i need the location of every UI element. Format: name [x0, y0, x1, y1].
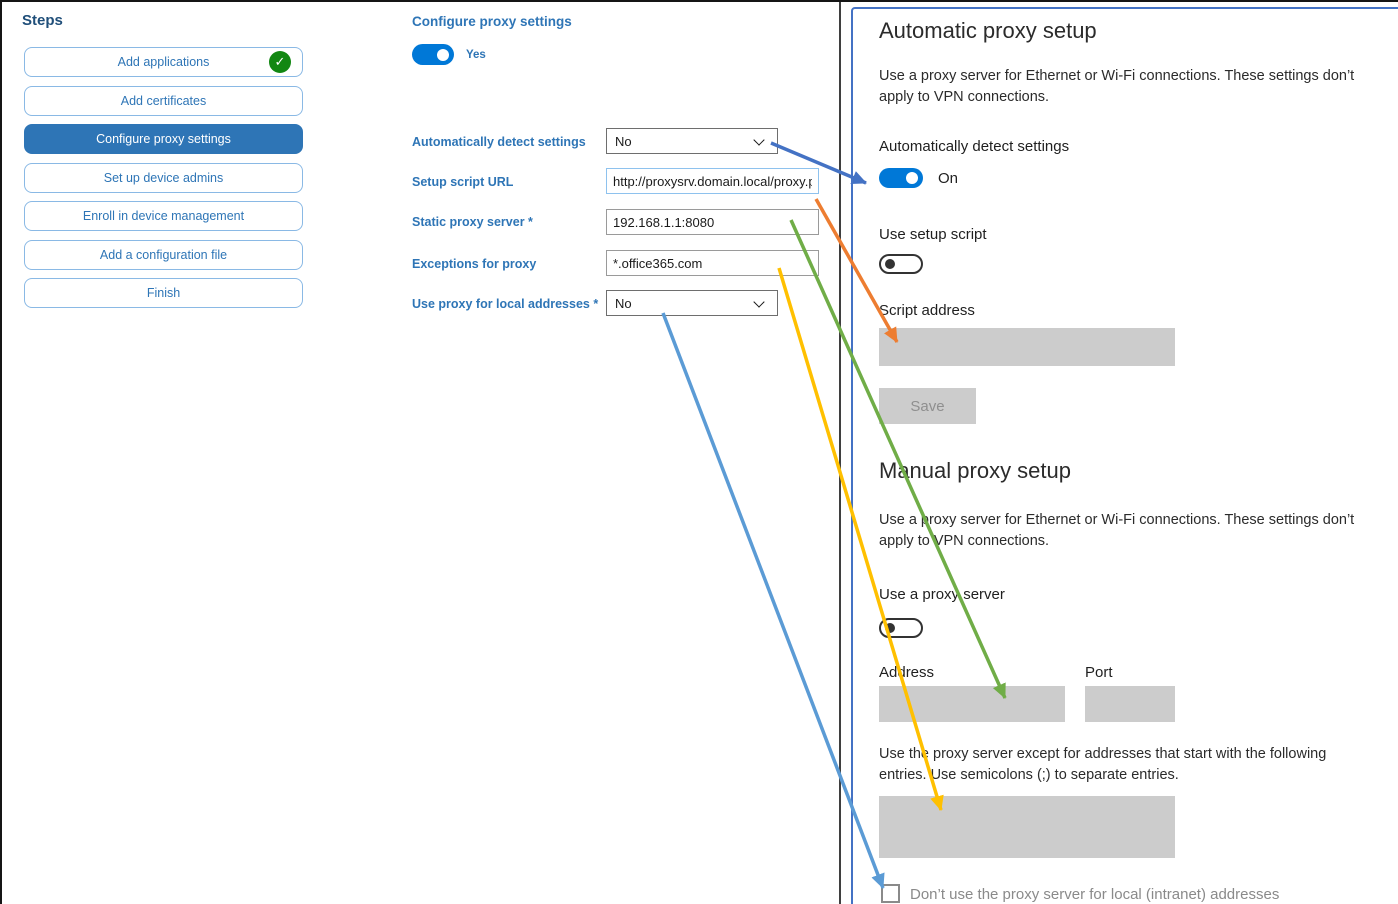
port-label: Port — [1085, 664, 1113, 681]
toggle-knob — [906, 172, 918, 184]
step-label: Finish — [146, 286, 181, 300]
chevron-down-icon — [753, 296, 765, 308]
manual-proxy-description: Use a proxy server for Ethernet or Wi-Fi… — [879, 512, 1355, 549]
select-value: No — [615, 133, 632, 149]
use-setup-script-toggle[interactable] — [879, 254, 923, 274]
chevron-down-icon — [753, 134, 765, 146]
local-intranet-checkbox[interactable] — [881, 884, 900, 903]
address-input[interactable] — [879, 686, 1065, 722]
field-label-proxy-exceptions: Exceptions for proxy — [412, 257, 537, 271]
use-proxy-server-label: Use a proxy server — [879, 586, 1005, 603]
step-configure-proxy-settings[interactable]: Configure proxy settings — [24, 124, 303, 154]
window-divider — [839, 2, 841, 904]
detect-settings-toggle[interactable] — [879, 168, 923, 188]
detect-settings-label: Automatically detect settings — [879, 138, 1070, 155]
proxy-local-addresses-select[interactable]: No — [606, 290, 778, 316]
field-label-proxy-local-addresses: Use proxy for local addresses * — [412, 297, 599, 311]
toggle-knob — [437, 48, 449, 61]
select-value: No — [615, 295, 632, 311]
step-enroll-device-management[interactable]: Enroll in device management — [24, 201, 303, 231]
script-address-input[interactable] — [879, 328, 1175, 366]
step-label: Add applications — [117, 55, 210, 69]
script-address-label: Script address — [879, 302, 975, 319]
step-label: Set up device admins — [103, 171, 224, 185]
use-setup-script-label: Use setup script — [879, 226, 987, 243]
step-set-up-device-admins[interactable]: Set up device admins — [24, 163, 303, 193]
automatic-proxy-heading: Automatic proxy setup — [879, 18, 1097, 43]
step-finish[interactable]: Finish — [24, 278, 303, 308]
exceptions-textarea[interactable] — [879, 796, 1175, 858]
detect-settings-select[interactable]: No — [606, 128, 778, 154]
port-input[interactable] — [1085, 686, 1175, 722]
step-label: Configure proxy settings — [96, 132, 231, 146]
field-label-setup-script-url: Setup script URL — [412, 175, 514, 189]
toggle-knob — [885, 259, 895, 269]
field-label-detect-settings: Automatically detect settings — [412, 135, 586, 149]
local-intranet-checkbox-label: Don’t use the proxy server for local (in… — [910, 886, 1280, 903]
page-title: Configure proxy settings — [412, 14, 572, 29]
field-label-static-proxy-server: Static proxy server * — [412, 215, 533, 229]
toggle-knob — [885, 623, 895, 633]
annotation-arrow-local-addresses — [661, 312, 885, 889]
manual-proxy-heading: Manual proxy setup — [879, 458, 1071, 483]
step-label: Add a configuration file — [99, 248, 228, 262]
static-proxy-server-input[interactable] — [606, 209, 819, 235]
steps-heading: Steps — [22, 12, 63, 29]
detect-settings-state: On — [938, 170, 959, 187]
setup-script-url-input[interactable] — [606, 168, 819, 194]
step-add-certificates[interactable]: Add certificates — [24, 86, 303, 116]
completed-check-icon: ✓ — [269, 51, 291, 73]
use-proxy-server-toggle[interactable] — [879, 618, 923, 638]
address-label: Address — [879, 664, 935, 681]
step-add-applications[interactable]: Add applications ✓ — [24, 47, 303, 77]
step-add-configuration-file[interactable]: Add a configuration file — [24, 240, 303, 270]
save-button[interactable]: Save — [879, 388, 976, 424]
configure-proxy-toggle-label: Yes — [466, 49, 486, 61]
step-label: Add certificates — [120, 94, 207, 108]
exceptions-description: Use the proxy server except for addresse… — [879, 746, 1327, 783]
automatic-proxy-description: Use a proxy server for Ethernet or Wi-Fi… — [879, 68, 1355, 105]
configure-proxy-toggle[interactable] — [412, 44, 454, 65]
step-label: Enroll in device management — [82, 209, 245, 223]
proxy-exceptions-input[interactable] — [606, 250, 819, 276]
